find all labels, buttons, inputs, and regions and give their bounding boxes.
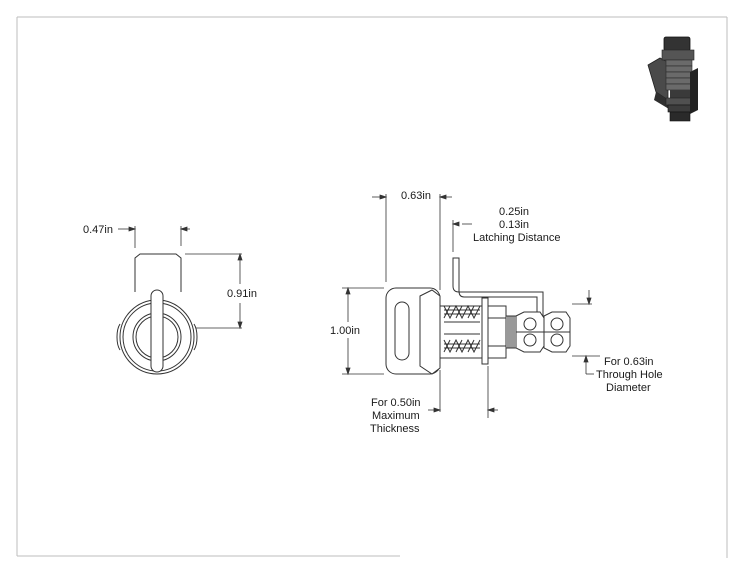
side-height-label: 1.00in [330, 325, 360, 337]
side-dimensions [342, 194, 600, 418]
hole-label-3: Diameter [606, 382, 651, 394]
thickness-label-3: Thickness [370, 423, 420, 435]
front-width-label: 0.47in [83, 224, 113, 236]
front-height-label: 0.91in [227, 288, 257, 300]
side-width-label: 0.63in [401, 190, 431, 202]
hole-label-2: Through Hole [596, 369, 663, 381]
front-dimensions [118, 226, 243, 330]
sheet-border [16, 16, 728, 558]
stud-threads [507, 316, 515, 348]
front-view [116, 253, 198, 375]
thickness-label-1: For 0.50in [371, 397, 421, 409]
spring-coils [443, 304, 481, 354]
latch-caption: Latching Distance [473, 232, 560, 244]
hole-label-1: For 0.63in [604, 356, 654, 368]
side-view [385, 257, 571, 375]
latch-preview-icon [647, 36, 698, 122]
latch-label-2: 0.13in [499, 219, 529, 231]
latch-label-1: 0.25in [499, 206, 529, 218]
thickness-label-2: Maximum [372, 410, 420, 422]
